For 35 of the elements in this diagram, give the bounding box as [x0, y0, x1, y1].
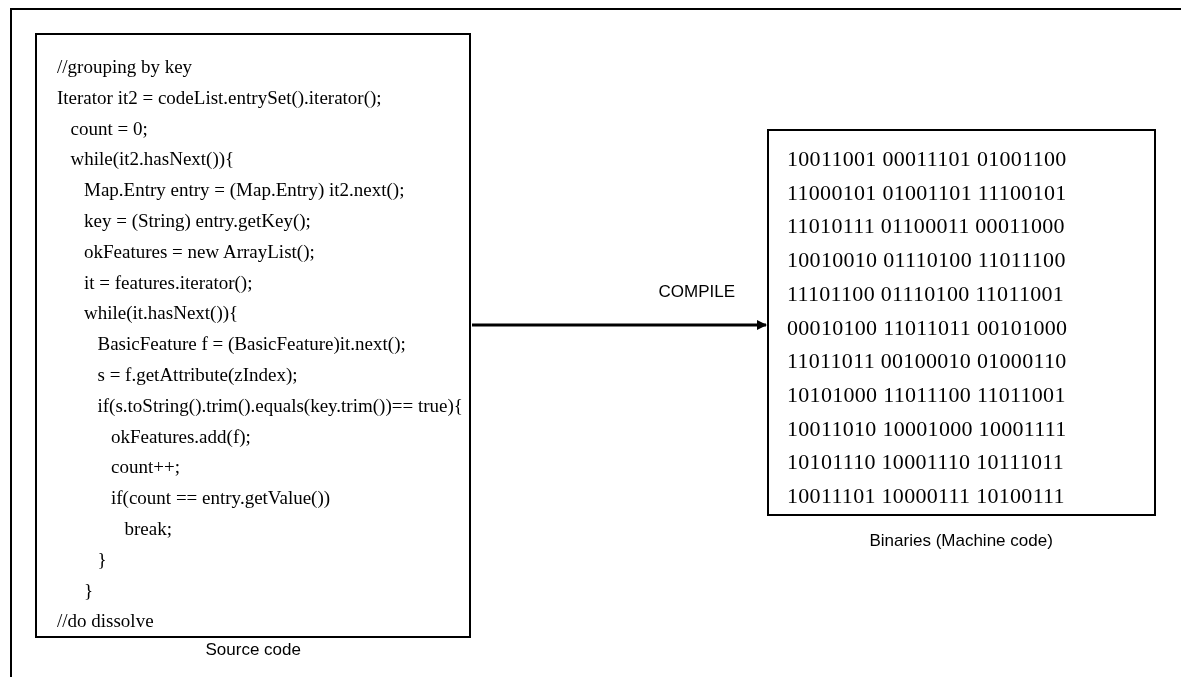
code-line: //do dissolve: [57, 609, 154, 634]
source-code-box: [35, 33, 471, 638]
code-line: count++;: [111, 455, 180, 480]
binary-line: 10101000 11011100 11011001: [787, 380, 1066, 409]
node-label: Binaries (Machine code): [869, 531, 1053, 551]
machine-code-box: [767, 129, 1156, 516]
code-line: Iterator it2 = codeList.entrySet().iterator();: [57, 85, 382, 110]
binary-line: 10010010 01110100 11011100: [787, 246, 1066, 275]
binary-line: 10101110 10001110 10111011: [787, 448, 1065, 477]
code-line: s = f.getAttribute(zIndex);: [97, 363, 298, 387]
binary-line: 10011101 10000111 10100111: [787, 482, 1065, 510]
code-line: Map.Entry entry = (Map.Entry) it2.next();: [84, 178, 405, 203]
binary-line: 11000101 01001101 11100101: [787, 178, 1067, 207]
code-line: okFeatures = new ArrayList();: [84, 239, 315, 264]
code-line: BasicFeature f = (BasicFeature)it.next();: [97, 332, 406, 357]
node-label: Source code: [205, 640, 301, 660]
binary-line: 00010100 11011011 00101000: [787, 313, 1068, 342]
code-line: }: [97, 547, 107, 572]
code-line: key = (String) entry.getKey();: [84, 209, 311, 233]
code-line: //grouping by key: [57, 55, 193, 79]
code-line: }: [84, 578, 94, 603]
code-line: break;: [124, 517, 172, 541]
binary-line: 11011011 00100010 01000110: [787, 347, 1067, 376]
code-line: okFeatures.add(f);: [111, 424, 251, 449]
binary-line: 11010111 01100011 00011000: [787, 212, 1065, 241]
code-line: if(s.toString().trim().equals(key.trim())== true){: [97, 393, 463, 418]
binary-line: 10011001 00011101 01001100: [787, 145, 1067, 173]
code-line: if(count == entry.getValue()): [111, 486, 331, 511]
edge-label: COMPILE: [658, 282, 736, 302]
code-line: while(it2.hasNext()){: [70, 147, 235, 172]
code-line: it = features.iterator();: [84, 270, 253, 295]
code-line: while(it.hasNext()){: [84, 301, 239, 326]
code-line: count = 0;: [70, 116, 148, 141]
binary-line: 10011010 10001000 10001111: [787, 414, 1067, 443]
binary-line: 11101100 01110100 11011001: [787, 279, 1065, 308]
